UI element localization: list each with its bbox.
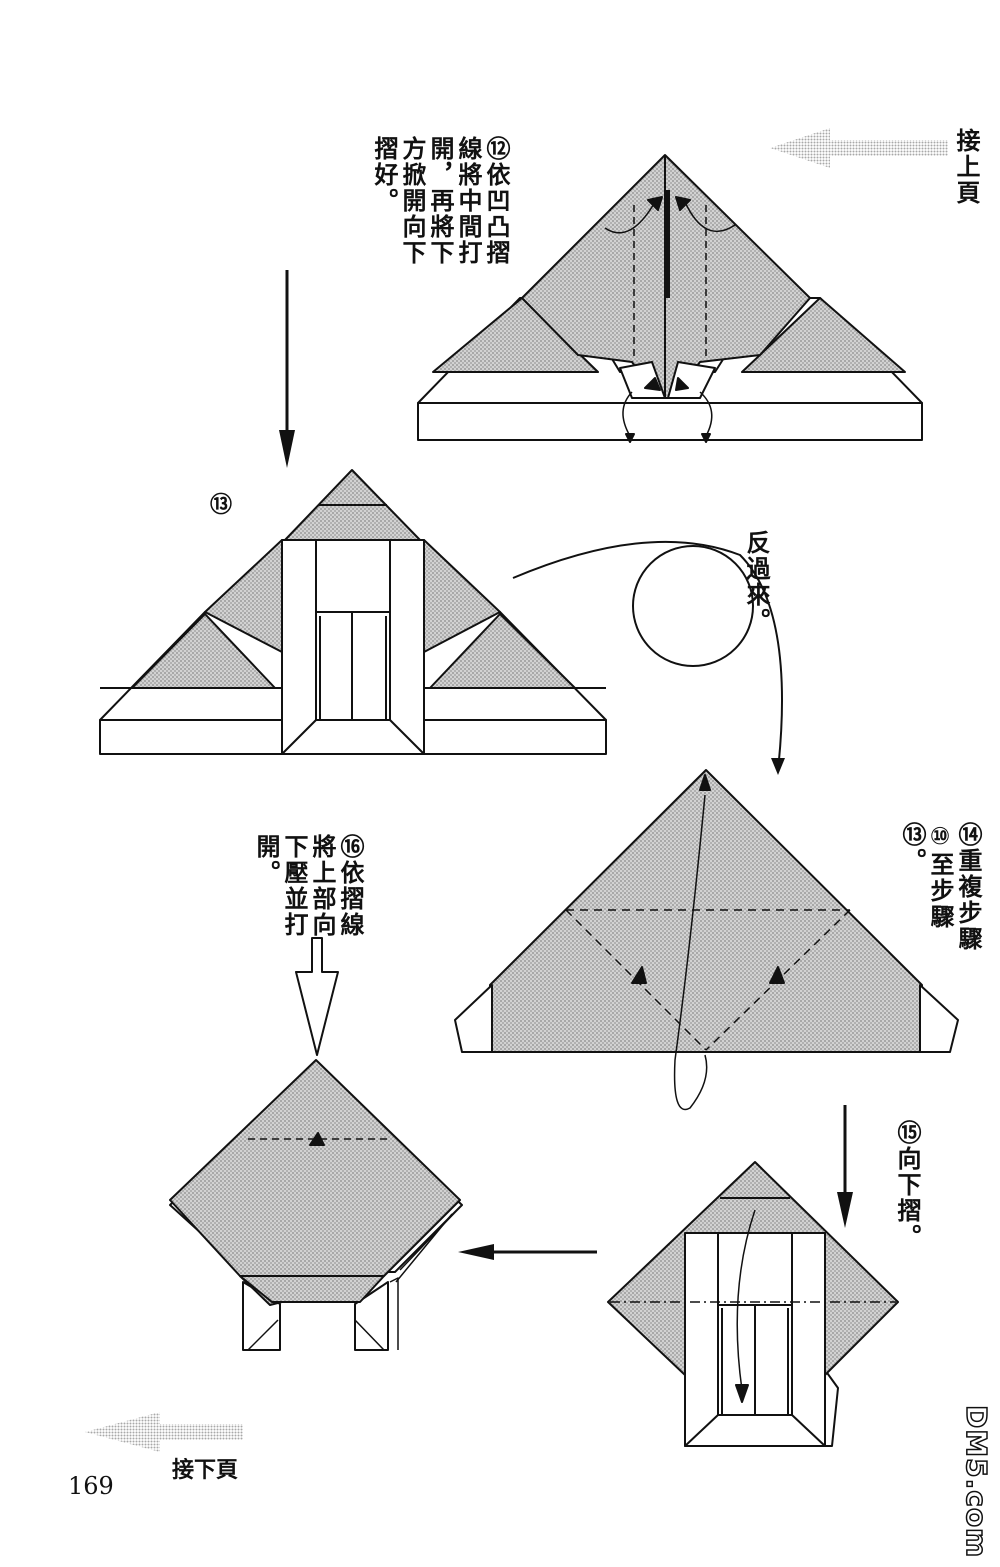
continued-to-label: 接下頁 (172, 1458, 239, 1483)
step-12-instruction: ⑫依凹凸摺線將中間打開，再將下方掀開向下摺好。 (370, 136, 510, 266)
down-arrow-icon (279, 270, 295, 468)
flip-arrow-head-icon (771, 758, 785, 775)
continue-from-arrow-icon (770, 128, 948, 168)
step-12-figure (417, 154, 923, 443)
down-arrow-icon (837, 1105, 853, 1228)
continue-to-arrow-icon (85, 1412, 243, 1452)
step-16-figure (169, 1059, 463, 1351)
site-watermark: DM5.com (959, 1404, 994, 1559)
step-15-instruction: ⑮向下摺。 (893, 1120, 921, 1250)
continued-from-label: 接上頁 (952, 128, 980, 206)
page-number: 169 (68, 1472, 114, 1500)
step-14-figure (454, 769, 959, 1111)
step-15-figure (607, 1161, 899, 1447)
flip-over-icon (512, 540, 783, 771)
step-13-figure (99, 469, 607, 755)
press-down-arrow-icon (295, 937, 339, 1056)
left-arrow-icon (458, 1244, 597, 1260)
flip-over-label: 反過來。 (742, 530, 770, 634)
step-14-instruction: ⑭重複步驟⑩至步驟⑬。 (898, 822, 982, 952)
step-13-number: ⑬ (210, 493, 233, 518)
step-16-instruction: ⑯依摺線將上部向下壓並打開。 (252, 834, 364, 938)
